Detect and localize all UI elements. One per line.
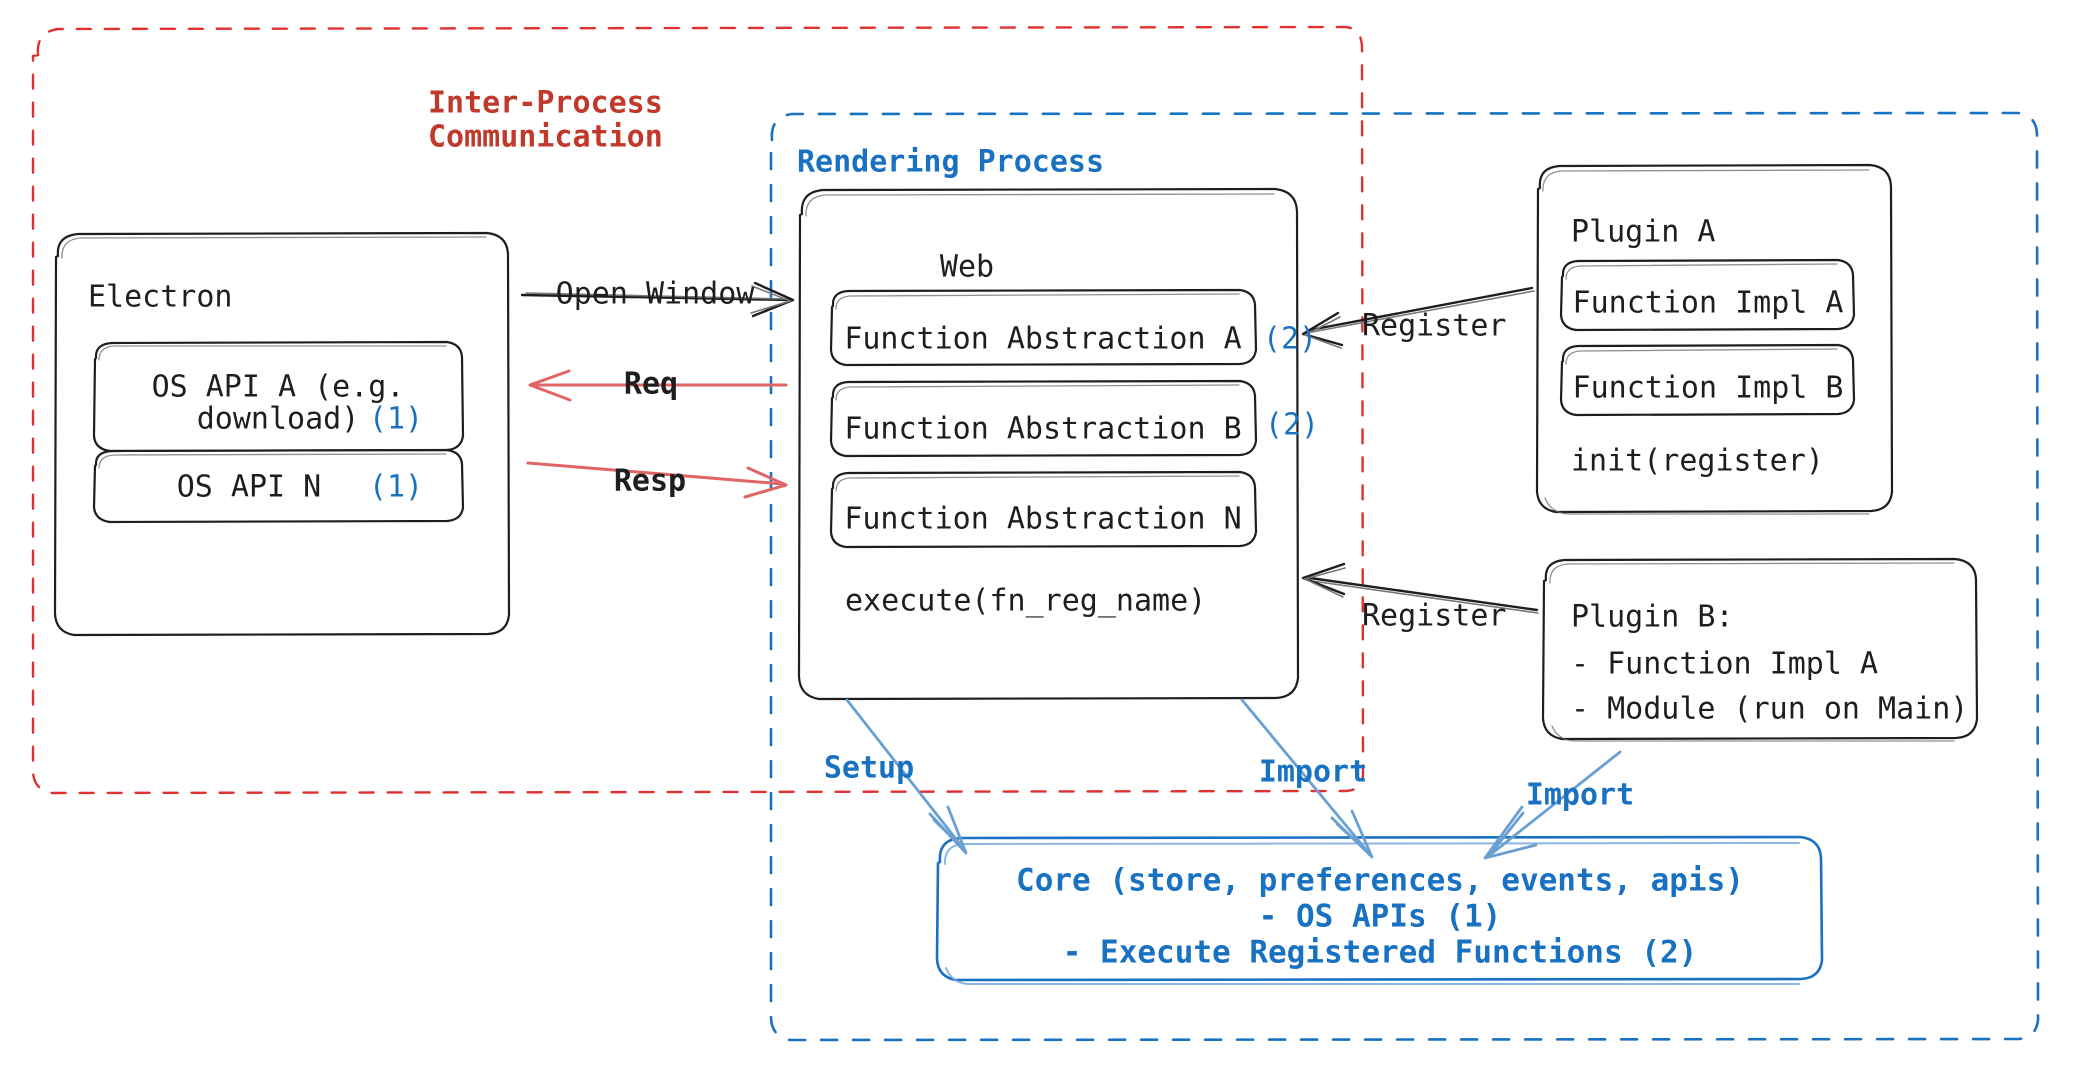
function-abstraction-n-box	[829, 470, 1258, 549]
edge-register-a-label: Register	[1362, 309, 1507, 344]
ipc-region	[31, 25, 1365, 795]
core-line-2: - OS APIs (1)	[1259, 899, 1502, 935]
core-line-3: - Execute Registered Functions (2)	[1063, 935, 1698, 971]
function-abstraction-b-badge: (2)	[1265, 408, 1319, 443]
function-abstraction-b-box	[829, 379, 1258, 458]
rendering-process-label: Rendering Process	[797, 145, 1104, 180]
ipc-region-label-line1: Inter-Process	[428, 86, 663, 121]
edge-req-label: Req	[624, 367, 678, 402]
function-impl-b-box	[1559, 343, 1856, 417]
function-abstraction-n-label: Function Abstraction N	[844, 502, 1241, 537]
electron-title: Electron	[88, 280, 233, 315]
function-abstraction-a-label: Function Abstraction A	[844, 322, 1241, 357]
os-api-n-badge: (1)	[369, 470, 423, 505]
edge-resp-label: Resp	[614, 464, 686, 499]
function-impl-a-label: Function Impl A	[1573, 286, 1844, 321]
edge-req	[528, 369, 788, 402]
plugin-b-line-2: - Module (run on Main)	[1571, 692, 1968, 727]
edge-register-b-label: Register	[1362, 599, 1507, 634]
edge-setup-label: Setup	[824, 751, 914, 786]
edge-import-plugin-b-label: Import	[1526, 778, 1634, 813]
plugin-a-box	[1535, 163, 1894, 515]
rendering-process-region	[769, 111, 2040, 1042]
edge-open-window	[520, 281, 795, 318]
os-api-a-box	[92, 340, 465, 453]
function-impl-a-box	[1559, 258, 1856, 332]
edge-register-a	[1301, 286, 1535, 349]
web-box	[797, 187, 1300, 701]
function-abstraction-a-badge: (2)	[1263, 322, 1317, 357]
plugin-a-footer: init(register)	[1571, 444, 1824, 479]
os-api-a-label-line1: OS API A (e.g.	[152, 370, 405, 405]
plugin-a-title: Plugin A	[1571, 215, 1716, 250]
plugin-b-line-1: - Function Impl A	[1571, 647, 1878, 682]
edge-import-web-label: Import	[1259, 755, 1367, 790]
ipc-region-label-line2: Communication	[428, 120, 663, 155]
edge-import-web	[1240, 698, 1374, 859]
os-api-a-label-line2: download)	[197, 402, 360, 437]
edge-open-window-label: Open Window	[556, 277, 756, 312]
function-abstraction-a-box	[829, 288, 1258, 367]
edge-register-b	[1301, 562, 1539, 614]
os-api-n-box	[92, 448, 465, 524]
edge-setup	[845, 698, 968, 855]
web-title: Web	[940, 250, 994, 285]
function-impl-b-label: Function Impl B	[1573, 371, 1844, 406]
web-footer: execute(fn_reg_name)	[845, 584, 1206, 619]
plugin-b-title: Plugin B:	[1571, 600, 1734, 635]
os-api-n-label: OS API N	[177, 470, 322, 505]
edge-import-plugin-b	[1483, 750, 1622, 860]
electron-box	[53, 231, 511, 637]
core-line-1: Core (store, preferences, events, apis)	[1016, 863, 1744, 899]
edge-resp	[526, 461, 788, 499]
function-abstraction-b-label: Function Abstraction B	[844, 412, 1241, 447]
os-api-a-badge: (1)	[369, 402, 423, 437]
plugin-b-box	[1541, 557, 1979, 742]
